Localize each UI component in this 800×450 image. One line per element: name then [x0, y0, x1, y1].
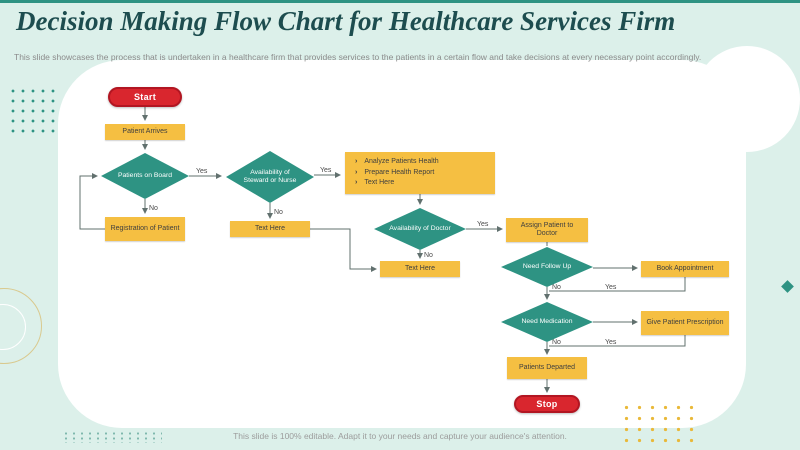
flow-node-patients-departed: Patients Departed — [507, 357, 587, 379]
bullet-row: › Text Here — [355, 179, 394, 187]
chevron-bullet-icon: › — [355, 168, 358, 176]
chevron-bullet-icon: › — [355, 158, 358, 166]
flow-start-node: Start — [108, 87, 182, 107]
flow-node-book-appointment: Book Appointment — [641, 261, 729, 277]
start-label: Start — [133, 91, 156, 102]
decision-label: Availability of Steward or Nurse — [243, 168, 297, 184]
chevron-bullet-icon: › — [355, 179, 358, 187]
decision-label: Availability of Doctor — [389, 224, 451, 232]
decorative-dots-bottom-right — [620, 402, 698, 444]
flow-node-registration-of-patient: Registration of Patient — [105, 217, 185, 241]
flow-node-patient-arrives: Patient Arrives — [105, 124, 185, 140]
flow-node-doctor-text-here: Text Here — [380, 261, 460, 277]
bullet-row: › Analyze Patients Health — [355, 158, 439, 166]
content-card-bump — [694, 46, 800, 152]
flow-node-assign-patient: Assign Patient to Doctor — [506, 218, 588, 242]
flow-node-analyze-list: › Analyze Patients Health › Prepare Heal… — [345, 152, 495, 194]
bullet-row: › Prepare Health Report — [355, 169, 434, 177]
decision-label: Patients on Board — [117, 171, 173, 179]
stop-label: Stop — [536, 398, 558, 409]
decorative-dots-top-left — [8, 86, 56, 134]
flow-node-steward-text-here: Text Here — [230, 221, 310, 237]
flow-stop-node: Stop — [514, 395, 580, 413]
slide-subtitle: This slide showcases the process that is… — [14, 52, 702, 62]
decision-label: Need Medication — [521, 317, 573, 325]
top-accent-line — [0, 0, 800, 3]
page-title: Decision Making Flow Chart for Healthcar… — [16, 6, 676, 36]
flow-node-give-prescription: Give Patient Prescription — [641, 311, 729, 335]
content-card — [58, 60, 746, 428]
decision-label: Need Follow Up — [522, 262, 572, 270]
slide-footer: This slide is 100% editable. Adapt it to… — [233, 431, 567, 441]
diamond-accent — [781, 280, 794, 293]
bullet-item-label: Analyze Patients Health — [364, 158, 439, 166]
bullet-item-label: Prepare Health Report — [364, 168, 435, 176]
decorative-dots-bottom-left — [62, 431, 162, 443]
bullet-item-label: Text Here — [364, 179, 395, 187]
